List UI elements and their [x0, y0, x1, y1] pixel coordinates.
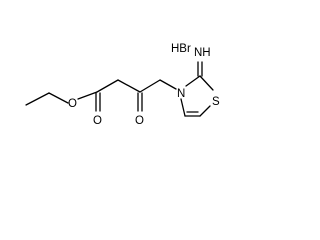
salt-label: HBr	[171, 43, 191, 55]
bond-ch2-ketone	[117, 79, 141, 93]
bond-ring-n-c2	[185, 75, 201, 87]
ester-oxygen-label: O	[68, 98, 77, 110]
bond-ethyl-ch3-ch2	[25, 92, 50, 106]
imine-label: NH	[194, 47, 211, 59]
bond-ch2-ring-n	[159, 79, 177, 90]
bond-c2-s	[199, 75, 214, 91]
ketone-oxygen-label: O	[135, 115, 144, 127]
bond-ketone-ch2	[139, 79, 161, 93]
ring-sulfur-label: S	[212, 96, 220, 108]
chemical-structure: HBr O O O N NH S	[25, 43, 220, 127]
bond-ethyl-ch2-o	[48, 92, 69, 104]
ring-nitrogen-label: N	[177, 88, 185, 100]
bond-s-c5	[199, 105, 211, 117]
bond-o-carbonyl	[77, 91, 98, 100]
bond-c4-ring-n	[180, 98, 186, 117]
bond-carbonyl-ch2	[96, 79, 119, 93]
ester-carbonyl-oxygen-label: O	[93, 115, 102, 127]
